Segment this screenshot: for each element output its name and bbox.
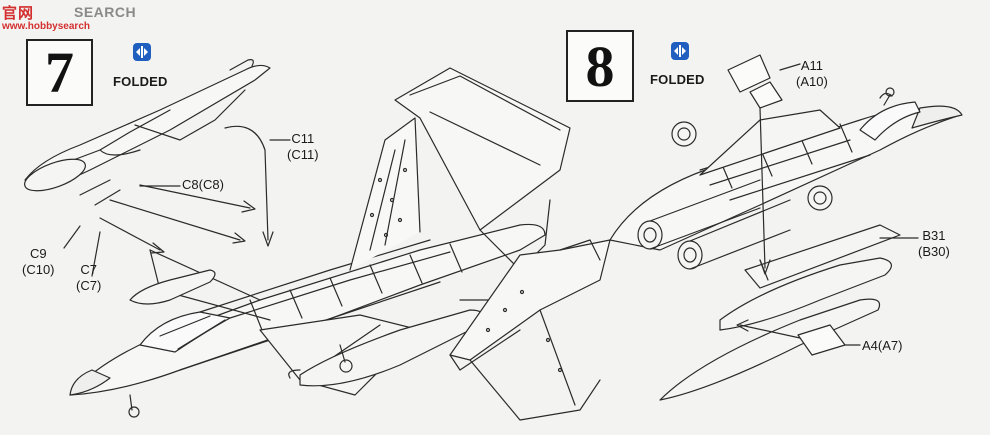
callout-part: C7 (80, 262, 97, 277)
callout-c11: C11 (C11) (287, 131, 319, 163)
fold-arrow-icon (671, 42, 689, 60)
callout-part: C11 (291, 131, 315, 146)
callout-alt: (C7) (76, 278, 102, 293)
callout-a11: A11 (A10) (796, 58, 828, 90)
callout-part: B31 (922, 228, 946, 243)
callout-part: C8(C8) (182, 177, 224, 192)
folded-label: FOLDED (650, 72, 705, 87)
step8-aircraft (449, 54, 963, 421)
callout-a4: A4(A7) (862, 338, 902, 354)
callout-part: C9 (29, 246, 47, 261)
folded-label: FOLDED (113, 74, 168, 89)
fold-arrow-icon (133, 43, 151, 61)
callout-alt: (C11) (287, 147, 319, 162)
watermark: 官网 SEARCH www.hobbysearch (2, 2, 172, 36)
watermark-title: SEARCH (74, 4, 137, 20)
step-number-box: 8 (566, 30, 634, 102)
step7-aircraft (24, 59, 571, 418)
step-number-box: 7 (26, 39, 93, 106)
callout-b31: B31 (B30) (918, 228, 950, 260)
callout-part: A11 (800, 58, 823, 73)
watermark-url: www.hobbysearch (2, 21, 90, 32)
callout-alt: (B30) (918, 244, 950, 259)
callout-alt: (A10) (796, 74, 828, 89)
callout-c8: C8(C8) (182, 177, 224, 193)
watermark-logo: 官网 (2, 5, 35, 22)
callout-c7: C7 (C7) (76, 262, 101, 294)
callout-c9: C9 (C10) (22, 246, 55, 278)
callout-alt: (C10) (22, 262, 55, 277)
callout-part: A4(A7) (862, 338, 903, 353)
